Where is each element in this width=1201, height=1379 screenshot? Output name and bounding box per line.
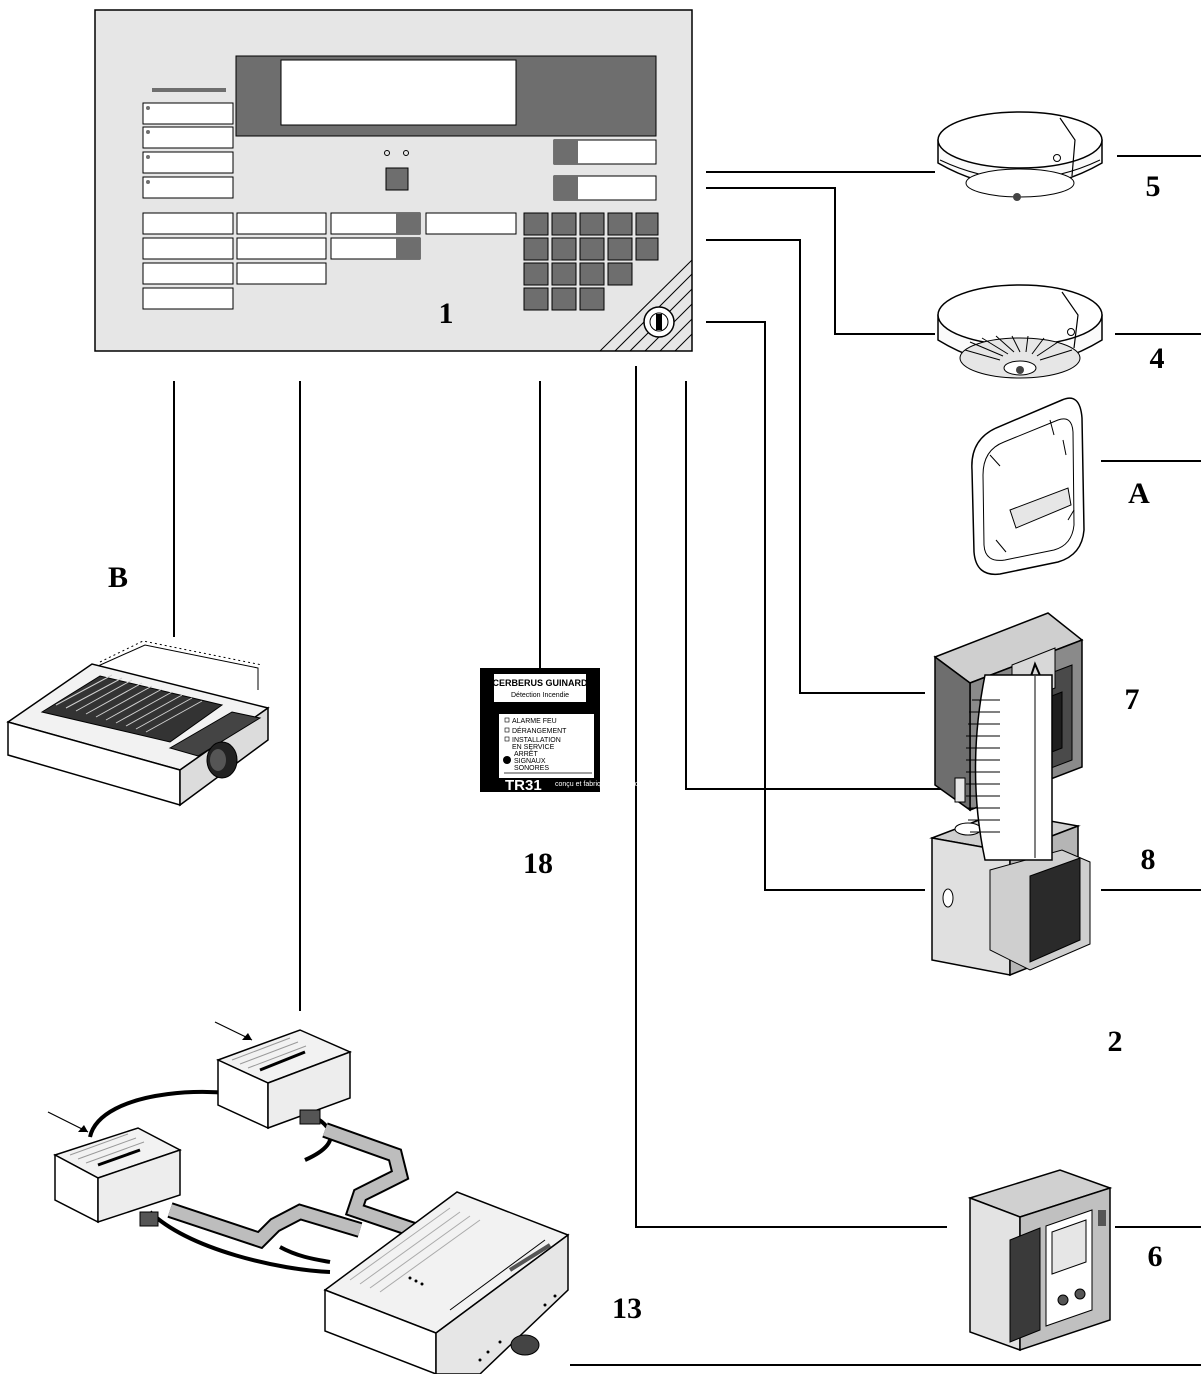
label-printer-b: B [108, 561, 128, 594]
repeater-panel: CERBERUS GUINARD Détection Incendie ALAR… [480, 668, 642, 794]
aspirating-system-icon [48, 1022, 568, 1374]
label-sounder-8: 8 [1141, 843, 1156, 876]
control-module-icon [970, 1170, 1110, 1350]
repeater-item-stop: ARRÊT [514, 749, 538, 758]
label-sounder-a: A [1128, 477, 1150, 510]
repeater-subtitle: Détection Incendie [511, 692, 569, 699]
repeater-item-alarm: ALARME FEU [512, 718, 557, 725]
repeater-brand: CERBERUS GUINARD [492, 678, 588, 688]
heat-detector-icon [938, 285, 1102, 378]
repeater-item-fault: DÉRANGEMENT [512, 726, 567, 735]
repeater-item-installation: INSTALLATION [512, 737, 561, 744]
repeater-item-signals: SIGNAUX [514, 758, 546, 765]
printer-icon [8, 641, 268, 805]
repeater-item-sound: SONORES [514, 765, 549, 772]
label-module-6: 6 [1148, 1240, 1163, 1273]
control-panel [95, 10, 692, 351]
repeater-made-in: conçu et fabriqué en France [555, 781, 642, 788]
label-sensor-5: 5 [1146, 170, 1161, 203]
label-aspirating-13: 13 [612, 1292, 642, 1325]
smoke-detector-icon [938, 112, 1102, 201]
repeater-model: TR31 [505, 777, 542, 794]
label-repeater-18: 18 [523, 847, 553, 880]
beacon-icon [972, 398, 1084, 574]
repeater-item-in-service: EN SERVICE [512, 744, 555, 751]
label-sensor-2: 2 [1108, 1025, 1123, 1058]
label-panel: 1 [439, 297, 454, 330]
label-call-point-7: 7 [1125, 683, 1140, 716]
label-sensor-4: 4 [1150, 342, 1165, 375]
